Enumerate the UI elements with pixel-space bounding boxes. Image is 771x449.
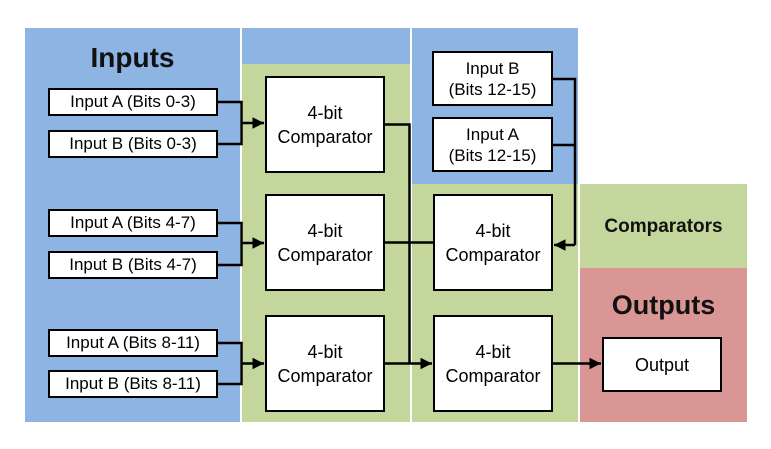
region-inputs-mid-strip (242, 28, 410, 64)
output-box: Output (602, 337, 722, 392)
input-a-bits-0-3-label: Input A (Bits 0-3) (70, 92, 196, 112)
comparator-bits-0-3-line1: 4-bit (307, 102, 343, 123)
wire-input-b-12-15 (553, 77, 577, 245)
input-a-bits-8-11-label: Input A (Bits 8-11) (66, 333, 200, 353)
input-b-bits-0-3-box: Input B (Bits 0-3) (48, 130, 218, 158)
input-a-bits-8-11-box: Input A (Bits 8-11) (48, 329, 218, 357)
input-b-bits-8-11-box: Input B (Bits 8-11) (48, 370, 218, 398)
inputs-title: Inputs (90, 42, 175, 73)
input-b-bits-12-15-box: Input B (Bits 12-15) (432, 51, 553, 106)
input-a-bits-4-7-box: Input A (Bits 4-7) (48, 209, 218, 237)
comparator-bits-4-7-line1: 4-bit (307, 220, 343, 241)
comparators-title: Comparators (604, 216, 723, 237)
comparator-stage2-lower-box: 4-bit Comparator (433, 315, 553, 412)
comparator-stage2-upper-line1: 4-bit (475, 220, 511, 241)
wire-bracket-bits-8-11 (218, 341, 243, 386)
comparator-bits-4-7-box: 4-bit Comparator (265, 194, 385, 291)
input-b-bits-12-15-line2: (Bits 12-15) (448, 79, 537, 99)
comparator-bits-8-11-line2: Comparator (277, 365, 373, 386)
wire-comparator-0-3-out (385, 123, 411, 364)
input-b-bits-12-15-line1: Input B (465, 58, 520, 78)
comparator-bits-8-11-box: 4-bit Comparator (265, 315, 385, 412)
input-a-bits-0-3-box: Input A (Bits 0-3) (48, 88, 218, 116)
input-b-bits-8-11-label: Input B (Bits 8-11) (65, 374, 201, 394)
input-a-bits-12-15-box: Input A (Bits 12-15) (432, 117, 553, 172)
input-a-bits-12-15-line2: (Bits 12-15) (448, 145, 537, 165)
comparator-bits-0-3-box: 4-bit Comparator (265, 76, 385, 173)
outputs-title: Outputs (611, 290, 716, 320)
comparator-stage2-lower-line1: 4-bit (475, 341, 511, 362)
input-b-bits-4-7-box: Input B (Bits 4-7) (48, 251, 218, 279)
wire-bracket-bits-4-7 (218, 221, 243, 267)
input-b-bits-4-7-label: Input B (Bits 4-7) (69, 255, 197, 275)
input-a-bits-4-7-label: Input A (Bits 4-7) (70, 213, 196, 233)
input-b-bits-0-3-label: Input B (Bits 0-3) (69, 134, 197, 154)
input-a-bits-12-15-line1: Input A (466, 124, 519, 144)
comparator-stage2-lower-line2: Comparator (445, 365, 541, 386)
wire-bracket-bits-0-3 (218, 100, 243, 146)
comparator-bits-8-11-line1: 4-bit (307, 341, 343, 362)
region-comparators-col4 (580, 184, 747, 268)
comparator-stage2-upper-box: 4-bit Comparator (433, 194, 553, 291)
comparator-stage2-upper-line2: Comparator (445, 244, 541, 265)
output-label: Output (634, 354, 690, 375)
comparator-bits-4-7-line2: Comparator (277, 244, 373, 265)
comparator-bits-0-3-line2: Comparator (277, 126, 373, 147)
